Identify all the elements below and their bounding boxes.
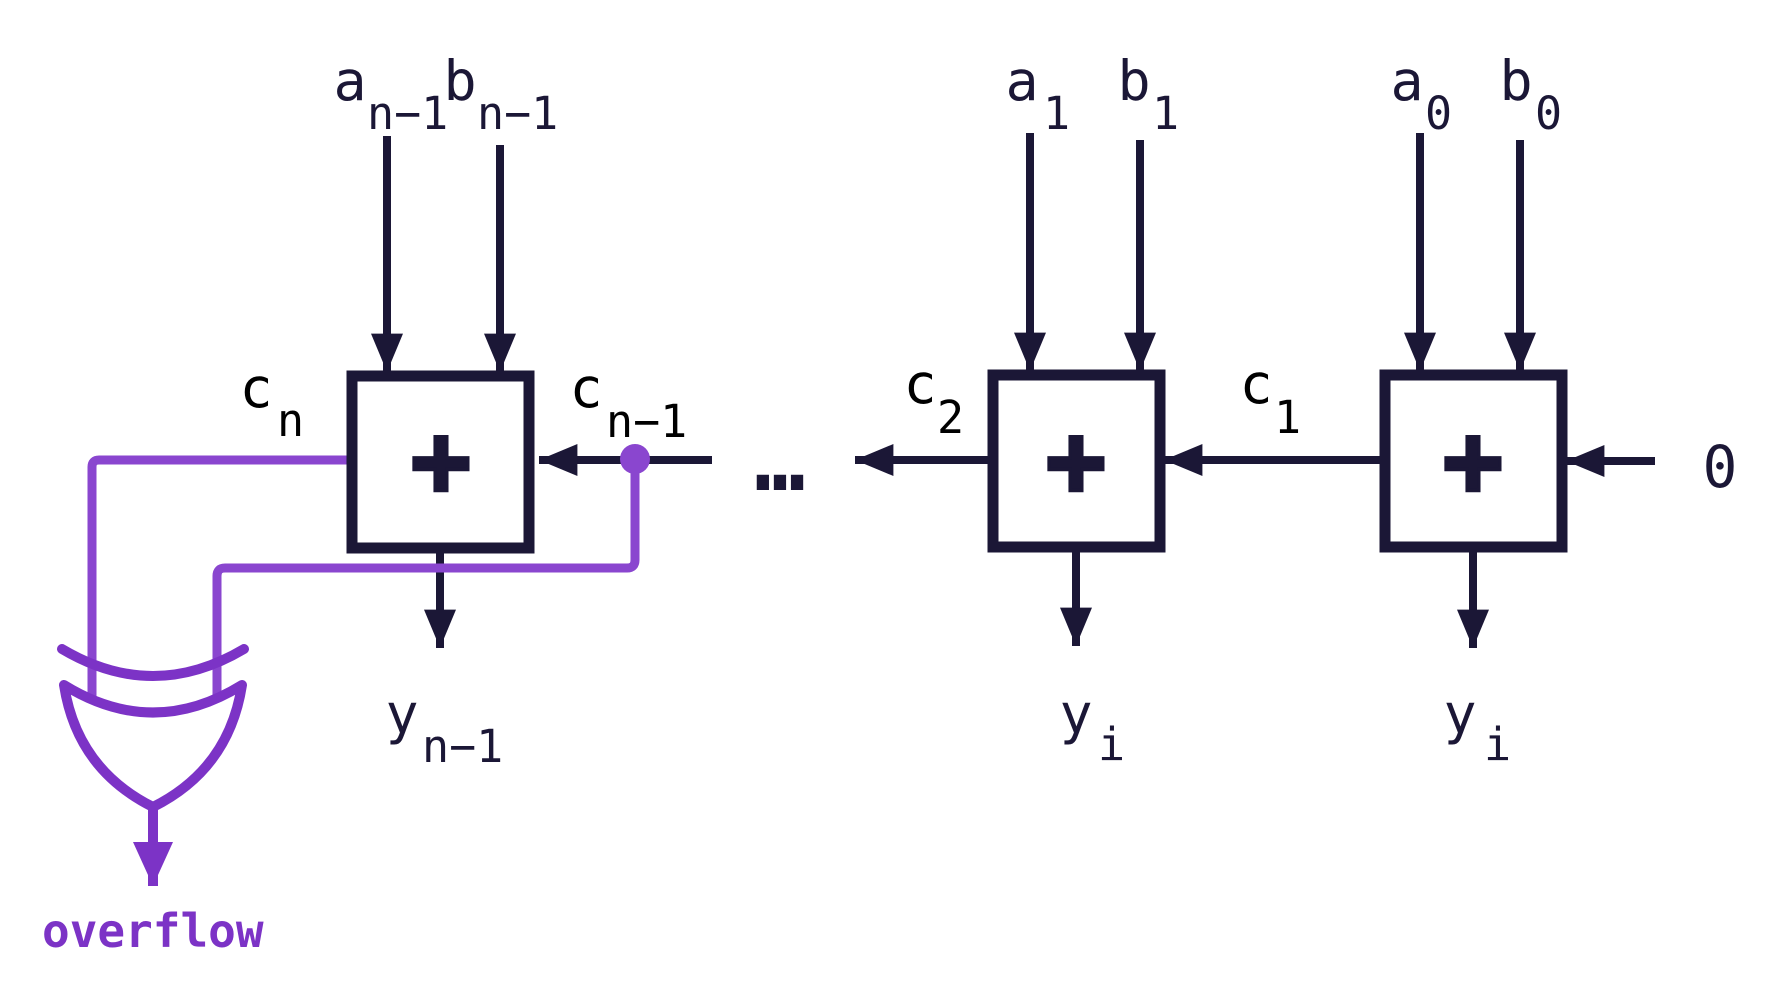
input-labels: a n−1 b n−1 a 1 b 1 a 0 b 0 xyxy=(333,49,1562,140)
sum-labels: y n−1 y i y i xyxy=(385,682,1511,773)
overflow-label: overflow xyxy=(42,904,264,958)
label-b-bit1-sub: 1 xyxy=(1152,87,1179,140)
label-a-msb: a xyxy=(333,49,366,113)
label-a-bit0-sub: 0 xyxy=(1425,87,1452,140)
label-y-bit1-sub: i xyxy=(1098,718,1125,771)
wire-cn1-to-xor xyxy=(212,460,640,697)
label-y-bit0: y xyxy=(1443,682,1476,746)
adder-boxes: + + + xyxy=(346,369,1568,554)
plus-symbol-msb: + xyxy=(411,402,471,519)
carry-labels: c n c n−1 c 2 c 1 0 … xyxy=(239,352,1737,511)
label-carry-in-zero: 0 xyxy=(1703,433,1738,501)
overflow-wires xyxy=(87,444,650,697)
ellipsis: … xyxy=(754,412,805,511)
full-adder-bit0-box xyxy=(1379,369,1568,553)
label-b-bit1: b xyxy=(1117,49,1150,113)
label-a-bit1: a xyxy=(1005,49,1038,113)
label-y-msb: y xyxy=(385,682,418,746)
label-a-bit1-sub: 1 xyxy=(1043,87,1070,140)
adder-input-wires xyxy=(371,133,1536,372)
full-adder-bit1-box xyxy=(987,369,1166,553)
label-a-bit0: a xyxy=(1390,49,1423,113)
plus-symbol-bit1: + xyxy=(1046,402,1106,519)
label-y-bit0-sub: i xyxy=(1484,718,1511,771)
adder-output-wires xyxy=(424,547,1489,648)
xor-input-curve xyxy=(57,644,249,681)
label-c1: c xyxy=(1239,352,1272,416)
label-c2-sub: 2 xyxy=(937,391,964,444)
wire-cn-to-xor xyxy=(87,455,352,697)
label-y-msb-sub: n−1 xyxy=(422,720,503,773)
label-cn1-sub: n−1 xyxy=(606,395,687,448)
junction-dot xyxy=(620,444,650,474)
xor-body xyxy=(59,680,247,812)
label-y-bit1: y xyxy=(1059,682,1092,746)
label-b-msb-sub: n−1 xyxy=(477,87,558,140)
label-cn: c xyxy=(239,356,272,420)
label-b-msb: b xyxy=(443,49,476,113)
label-cn-sub: n xyxy=(277,394,304,447)
label-c1-sub: 1 xyxy=(1274,391,1301,444)
label-b-bit0-sub: 0 xyxy=(1535,87,1562,140)
full-adder-msb-box xyxy=(346,370,535,554)
xor-gate xyxy=(57,644,249,886)
label-a-msb-sub: n−1 xyxy=(367,87,448,140)
label-c2: c xyxy=(903,352,936,416)
label-cn1: c xyxy=(569,356,602,420)
label-b-bit0: b xyxy=(1499,49,1532,113)
plus-symbol-bit0: + xyxy=(1443,402,1503,519)
